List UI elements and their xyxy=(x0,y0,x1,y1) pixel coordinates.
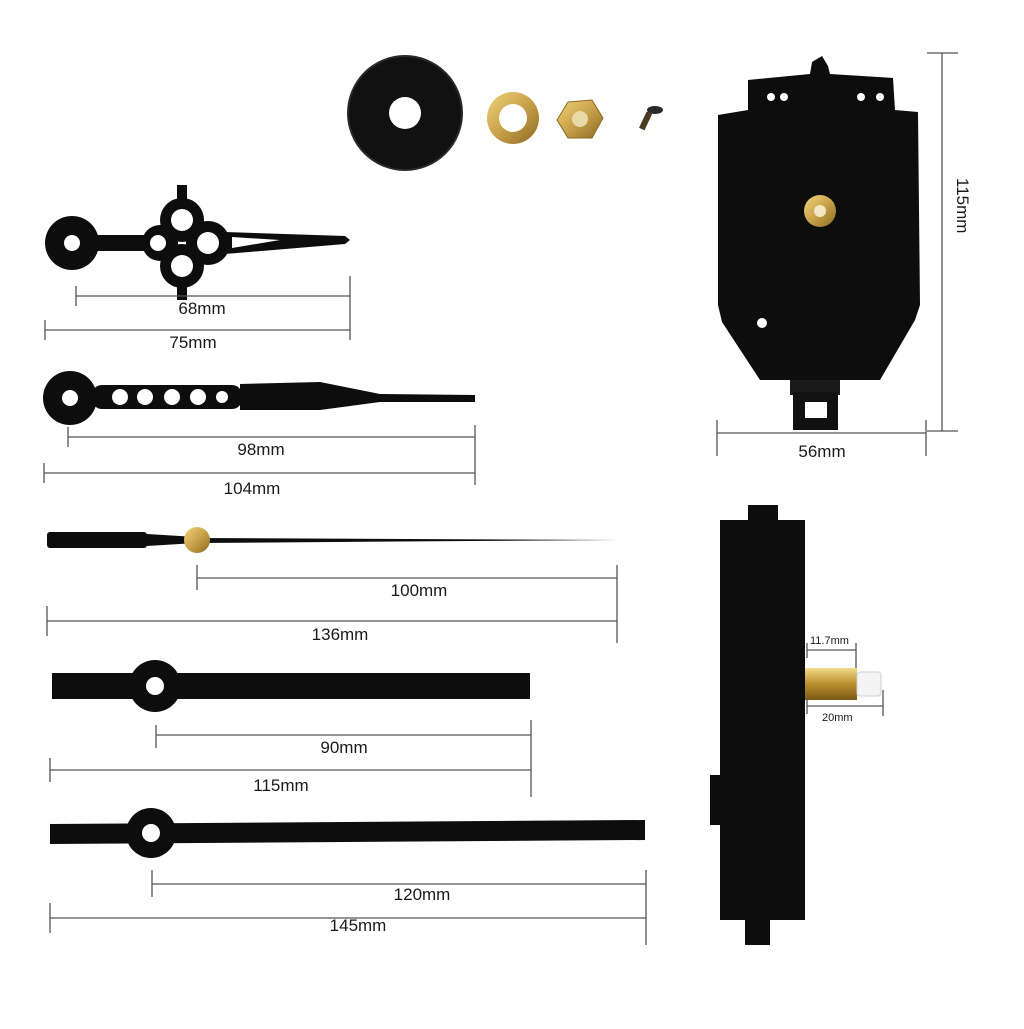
second-hand xyxy=(47,527,617,553)
movement-side xyxy=(710,505,805,945)
hand-pair-2-overall-label: 104mm xyxy=(223,479,281,498)
straight-hand-1-shaft-label: 90mm xyxy=(320,738,368,757)
hand-pair-2-shaft-label: 98mm xyxy=(237,440,285,459)
second-hand-overall-label: 136mm xyxy=(311,625,369,644)
straight-hand-2-overall-label: 145mm xyxy=(329,916,387,935)
shaft-thread-label: 11.7mm xyxy=(810,635,849,647)
straight-hand-2-shaft-label: 120mm xyxy=(393,885,451,904)
shaft-length-label: 20mm xyxy=(822,712,853,724)
movement-height-label: 115mm xyxy=(953,178,972,234)
straight-hand-1-overall-label: 115mm xyxy=(253,776,309,795)
hex-nut xyxy=(556,99,604,139)
ornate-minute-hand xyxy=(43,371,475,425)
straight-minute-hand xyxy=(50,808,645,858)
hand-pair-1-shaft-label: 68mm xyxy=(178,299,226,318)
rubber-washer xyxy=(347,55,463,171)
hand-cap-nut xyxy=(639,106,663,131)
movement-width-label: 56mm xyxy=(798,442,846,461)
side-shaft xyxy=(805,668,882,700)
straight-hour-hand xyxy=(52,660,530,712)
hand-pair-1-overall-label: 75mm xyxy=(169,333,217,352)
brass-washer xyxy=(487,92,539,144)
second-hand-shaft-label: 100mm xyxy=(390,581,448,600)
movement-front xyxy=(718,56,920,430)
dimension-lines xyxy=(43,52,958,945)
